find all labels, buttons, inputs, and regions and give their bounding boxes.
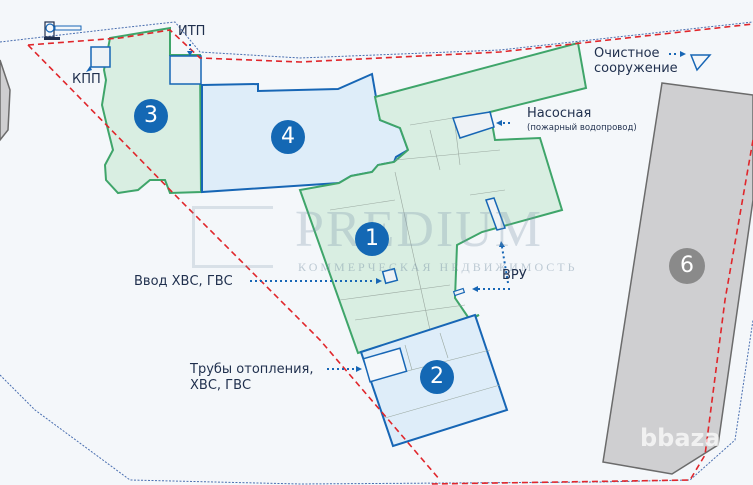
itp-box[interactable] — [169, 55, 202, 85]
label-water-input: Ввод ХВС, ГВС — [134, 274, 233, 289]
barrier-gate-icon — [44, 21, 82, 40]
building-1-floorplan — [329, 111, 506, 331]
label-treatment-1: Очистное — [594, 46, 660, 61]
label-pipes-2: ХВС, ГВС — [190, 378, 252, 393]
label-vru: ВРУ — [502, 268, 527, 283]
building-2-badge[interactable]: 2 — [420, 360, 454, 394]
building-1[interactable] — [298, 41, 588, 355]
pipes-box[interactable] — [362, 347, 408, 383]
vru-panel-box[interactable] — [485, 197, 506, 231]
label-pipes-1: Трубы отопления, — [190, 362, 314, 377]
building-1-badge[interactable]: 1 — [355, 222, 389, 256]
treatment-facility-icon[interactable] — [689, 54, 712, 72]
neighbor-building-left — [0, 59, 11, 142]
arrow-heads — [86, 51, 686, 372]
site-watermark: bbaza — [640, 424, 721, 452]
pump-station-box[interactable] — [451, 111, 495, 139]
label-kpp: КПП — [72, 72, 101, 87]
building-4-badge[interactable]: 4 — [271, 120, 305, 154]
label-pump-station-note: (пожарный водопровод) — [527, 123, 637, 133]
label-treatment-2: сооружение — [594, 61, 678, 76]
site-boundary-bottom — [0, 319, 753, 485]
water-input-box[interactable] — [381, 267, 399, 285]
leader-arrows — [189, 44, 679, 370]
site-boundary-outer — [0, 21, 753, 59]
cadastral-boundary-right — [429, 139, 753, 485]
cadastral-boundary-red — [27, 23, 753, 63]
vru-small-box[interactable] — [452, 287, 466, 297]
building-3-badge[interactable]: 3 — [134, 99, 168, 133]
building-6-badge[interactable]: 6 — [669, 248, 705, 284]
watermark-logo — [192, 206, 273, 268]
label-pump-station: Насосная — [527, 106, 592, 121]
kpp-box[interactable] — [90, 46, 111, 68]
label-itp: ИТП — [178, 24, 206, 39]
